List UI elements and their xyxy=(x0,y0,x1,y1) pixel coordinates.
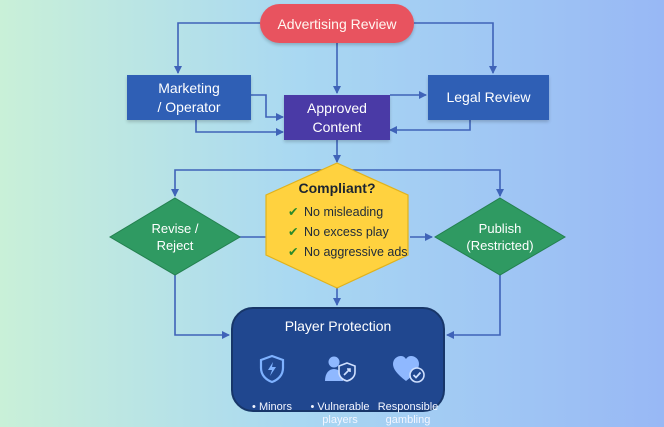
approved-content-node: Approved Content xyxy=(284,95,390,140)
arrow-review-to-legal xyxy=(414,22,497,74)
advertising-review-node: Advertising Review xyxy=(260,4,414,43)
arrow-split-to-publish xyxy=(337,169,504,197)
checkmark-icon: ✔ xyxy=(288,225,299,239)
approved-content-label: Approved Content xyxy=(307,99,367,135)
publish-restricted-label: Publish (Restricted) xyxy=(466,221,534,253)
check-item-label: No misleading xyxy=(304,205,384,219)
protection-item-label: • Minors xyxy=(252,401,292,413)
protection-item-label: • Vulnerable players xyxy=(310,401,370,426)
check-item: ✔ No aggressive ads xyxy=(288,242,408,262)
protection-item-label: Responsible gambling xyxy=(377,401,439,426)
publish-restricted-diamond xyxy=(434,197,566,276)
arrow-marketing-lower-to-approved xyxy=(195,120,284,136)
compliant-decision-diamond xyxy=(265,162,409,289)
player-protection-title: Player Protection xyxy=(284,318,392,334)
check-item-label: No aggressive ads xyxy=(304,245,408,259)
marketing-operator-label: Marketing / Operator xyxy=(157,79,221,115)
legal-review-node: Legal Review xyxy=(428,75,549,120)
arrow-revise-to-protection xyxy=(174,270,230,339)
flowchart: Advertising Review Marketing / Operator … xyxy=(109,4,566,426)
compliance-checklist: ✔ No misleading ✔ No excess play ✔ No aggre… xyxy=(288,202,408,262)
check-item-label: No excess play xyxy=(304,225,389,239)
marketing-operator-node: Marketing / Operator xyxy=(127,75,251,120)
check-item: ✔ No misleading xyxy=(288,202,408,222)
revise-reject-diamond xyxy=(109,197,241,276)
arrow-review-to-marketing xyxy=(174,22,260,74)
connector-layer xyxy=(109,22,566,339)
shield-bolt-icon xyxy=(259,354,285,384)
protection-item-responsible: Responsible gambling xyxy=(373,341,443,427)
advertising-review-label: Advertising Review xyxy=(277,15,397,32)
protection-item-vulnerable: • Vulnerable players xyxy=(305,341,375,427)
person-shield-icon xyxy=(325,356,356,382)
checkmark-icon: ✔ xyxy=(288,245,299,259)
arrow-publish-to-protection xyxy=(446,270,501,339)
legal-review-label: Legal Review xyxy=(446,89,531,105)
arrow-marketing-to-approved xyxy=(251,94,284,121)
heart-check-icon xyxy=(393,356,425,383)
arrow-split-to-revise xyxy=(171,169,337,197)
compliant-question-label: Compliant? xyxy=(298,180,376,196)
protection-item-minors: • Minors xyxy=(241,341,303,414)
check-item: ✔ No excess play xyxy=(288,222,408,242)
player-protection-panel: Player Protection • Minors • Vulnerable … xyxy=(231,307,445,426)
checkmark-icon: ✔ xyxy=(288,205,299,219)
arrow-legal-to-approved xyxy=(389,120,471,134)
revise-reject-label: Revise / Reject xyxy=(151,221,199,253)
